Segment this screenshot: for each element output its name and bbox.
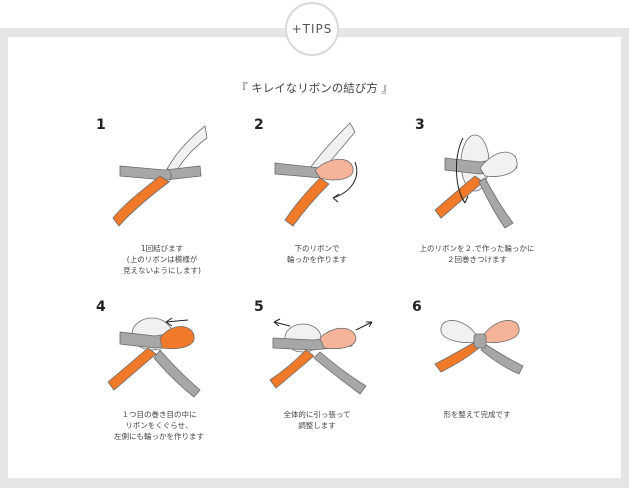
step-6-illustration [434, 320, 524, 375]
step-2-caption: 下のリボンで 輪っかを作ります [227, 243, 407, 265]
step-4-caption-line-3: 左側にも輪っかを作ります [114, 432, 204, 441]
step-3-caption-line-1: 上のリボンを２.で作った輪っかに [419, 244, 535, 253]
step-6-caption: 形を整えて完成です [387, 409, 567, 420]
step-2-caption-line-1: 下のリボンで [294, 244, 340, 253]
step-4-caption-line-2: リボンをくぐらせ、 [125, 421, 193, 430]
tips-panel [8, 37, 621, 478]
step-4-illustration [107, 317, 201, 398]
step-4-caption: １つ目の巻き目の中に リボンをくぐらせ、 左側にも輪っかを作ります [69, 409, 249, 442]
step-5-illustration [269, 318, 373, 395]
page-title: 『 キレイなリボンの結び方 』 [236, 81, 393, 95]
step-1-caption-line-2: (上のリボンは模様が [126, 255, 198, 264]
step-5-caption-line-2: 調整します [298, 421, 336, 430]
step-4-number: 4 [96, 299, 106, 315]
step-1-caption-line-3: 見えないようにします) [123, 266, 201, 275]
step-5-caption-line-1: 全体的に引っ張って [283, 410, 351, 419]
step-3-number: 3 [415, 117, 425, 133]
step-2-caption-line-2: 輪っかを作ります [287, 255, 347, 264]
step-3-illustration [434, 134, 518, 229]
step-5-number: 5 [254, 299, 264, 315]
tips-frame [0, 28, 629, 488]
step-6-number: 6 [412, 299, 422, 315]
step-5-caption: 全体的に引っ張って 調整します [227, 409, 407, 431]
step-4-caption-line-1: １つ目の巻き目の中に [121, 410, 197, 419]
step-1-number: 1 [96, 117, 106, 133]
step-1-caption-line-1: 1回結びます [140, 244, 184, 253]
step-1-illustration [112, 125, 208, 227]
step-3-caption: 上のリボンを２.で作った輪っかに ２回巻きつけます [387, 243, 567, 265]
step-2-illustration [274, 122, 358, 227]
step-3-caption-line-2: ２回巻きつけます [447, 255, 507, 264]
step-2-number: 2 [254, 117, 264, 133]
step-1-caption: 1回結びます (上のリボンは模様が 見えないようにします) [72, 243, 252, 276]
step-6-caption-line-1: 形を整えて完成です [443, 410, 511, 419]
tips-badge: +TIPS [285, 2, 339, 56]
